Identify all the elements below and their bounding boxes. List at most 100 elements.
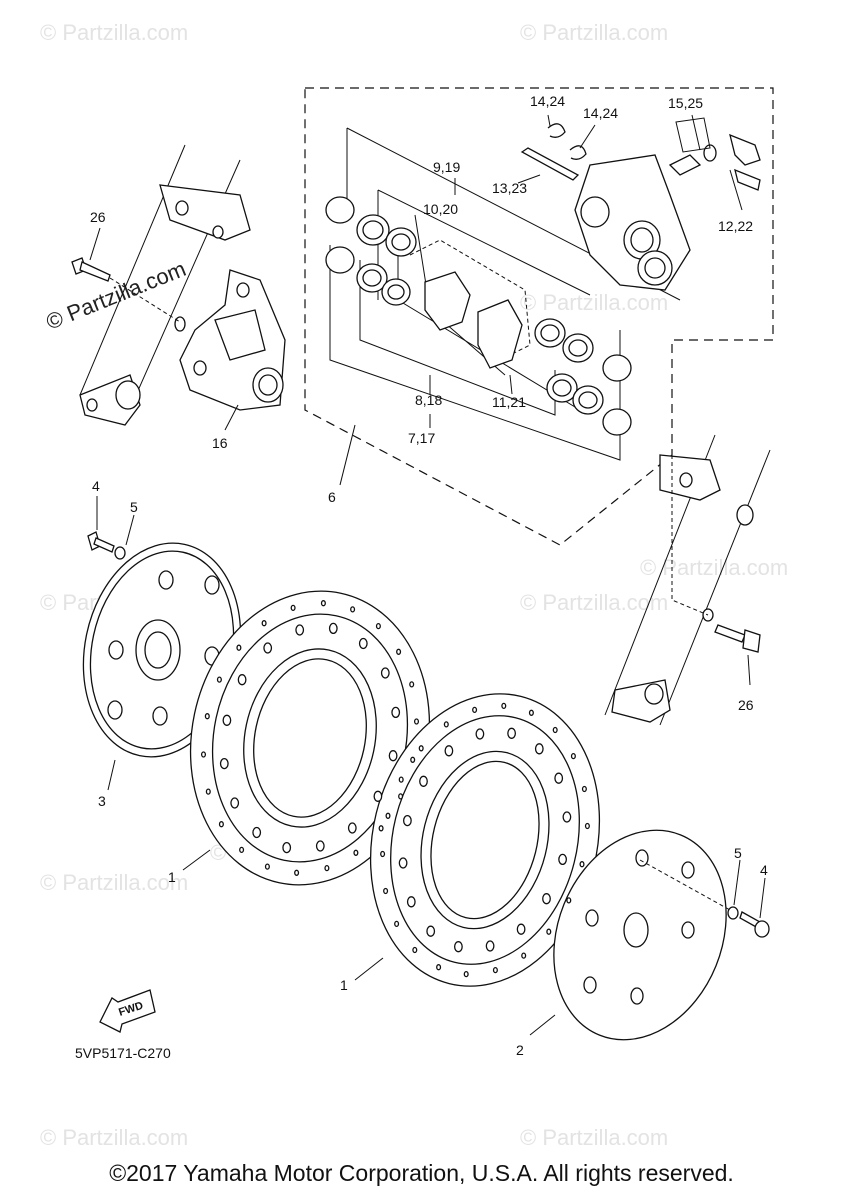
caliper-16: 16	[179, 269, 286, 451]
callout-1: 1	[340, 977, 348, 993]
drill-hole	[222, 714, 232, 726]
callout-4: 4	[92, 478, 100, 494]
drill-hole	[358, 637, 368, 650]
drill-hole	[353, 849, 359, 856]
drill-hole	[385, 812, 391, 819]
drill-hole	[542, 893, 551, 905]
watermark: © Partzilla.com	[640, 555, 788, 580]
drill-hole	[410, 756, 416, 763]
drill-hole	[475, 728, 485, 740]
drill-hole	[204, 713, 210, 720]
right-fork-leg	[604, 434, 771, 726]
drill-hole	[263, 642, 273, 654]
drill-hole	[521, 952, 527, 959]
left-fork-leg	[79, 144, 251, 426]
drill-hole	[388, 750, 398, 762]
bolt-washer-left: 4 5	[87, 478, 138, 560]
drill-hole	[264, 863, 270, 870]
drill-hole	[216, 676, 222, 683]
fwd-arrow: FWD	[99, 989, 156, 1033]
drill-hole	[463, 970, 469, 978]
callout-14-24: 14,24	[530, 93, 565, 109]
copyright-text: ©2017 Yamaha Motor Corporation, U.S.A. A…	[109, 1160, 734, 1186]
callout-5: 5	[734, 845, 742, 861]
drill-hole	[453, 941, 463, 953]
drill-hole	[485, 940, 495, 952]
disc-drill-holes	[219, 622, 401, 854]
drill-hole	[347, 822, 357, 834]
bolt-26-right: 26	[714, 624, 761, 713]
watermark: © Partzilla.com	[520, 1125, 668, 1150]
disc-drill-holes	[200, 600, 420, 876]
drill-hole	[350, 606, 356, 613]
drill-hole	[328, 622, 338, 635]
drill-hole	[375, 622, 381, 630]
drill-hole	[516, 923, 526, 935]
drill-hole	[426, 925, 436, 937]
callout-8-18: 8,18	[415, 392, 442, 408]
drill-hole	[200, 751, 207, 758]
drill-hole	[413, 718, 420, 725]
caliper-hardware	[520, 114, 761, 211]
drill-hole	[218, 821, 224, 828]
callout-6: 6	[328, 489, 336, 505]
drill-hole	[398, 776, 404, 783]
drill-hole	[570, 752, 576, 760]
drill-hole	[584, 822, 590, 830]
drill-hole	[261, 620, 267, 627]
watermark: © Partzilla.com	[520, 290, 668, 315]
drill-hole	[380, 667, 390, 679]
drill-hole	[398, 793, 404, 800]
caliper-kit-box-6: 6	[304, 87, 774, 546]
watermark-main: © Partzilla.com	[43, 256, 190, 335]
drill-hole	[324, 864, 330, 872]
bolt-26-left: 26	[71, 209, 181, 323]
drill-hole	[380, 850, 386, 858]
drill-hole	[492, 966, 498, 974]
callout-11-21: 11,21	[492, 394, 526, 410]
callout-13-23: 13,23	[492, 180, 527, 196]
drill-hole	[239, 846, 245, 854]
callout-16: 16	[212, 435, 228, 451]
drill-hole	[252, 826, 262, 839]
callout-26: 26	[90, 209, 106, 225]
drill-hole	[394, 920, 400, 928]
drill-hole	[236, 644, 242, 651]
drill-hole	[528, 709, 534, 716]
drill-hole	[546, 928, 552, 935]
drill-hole	[219, 757, 229, 770]
disc-drill-holes	[380, 702, 590, 978]
drill-hole	[398, 857, 408, 869]
drill-hole	[383, 887, 389, 895]
diagram-code: 5VP5171-C270	[75, 1045, 171, 1061]
drill-hole	[205, 788, 211, 795]
drill-hole	[501, 702, 507, 710]
drill-hole	[507, 727, 517, 739]
drill-hole	[566, 897, 572, 904]
drill-hole	[436, 964, 442, 971]
callout-4: 4	[760, 862, 768, 878]
drill-hole	[581, 785, 587, 793]
kit-callouts: 14,24 14,24 15,25 9,19 10,20 13,23 12,22…	[408, 93, 753, 446]
drill-hole	[562, 811, 572, 823]
drill-hole	[402, 814, 412, 827]
callout-9-19: 9,19	[433, 159, 460, 175]
drill-hole	[534, 743, 544, 755]
pistons-seals	[325, 196, 632, 436]
callout-5: 5	[130, 499, 138, 515]
drill-hole	[579, 861, 585, 868]
callout-10-20: 10,20	[423, 201, 458, 217]
watermark: © Partzilla.com	[520, 20, 668, 45]
drill-hole	[552, 726, 558, 734]
drill-hole	[315, 840, 325, 852]
drill-hole	[406, 896, 416, 908]
watermark: © Partzilla.com	[40, 870, 188, 895]
drill-hole	[295, 624, 305, 636]
drill-hole	[290, 604, 296, 612]
drill-hole	[554, 772, 564, 784]
watermark: © Partzilla.com	[40, 20, 188, 45]
callout-7-17: 7,17	[408, 430, 435, 446]
cover-plate-2: 2	[516, 829, 727, 1058]
watermark: © Partzilla.com	[520, 590, 668, 615]
drill-hole	[378, 825, 384, 832]
